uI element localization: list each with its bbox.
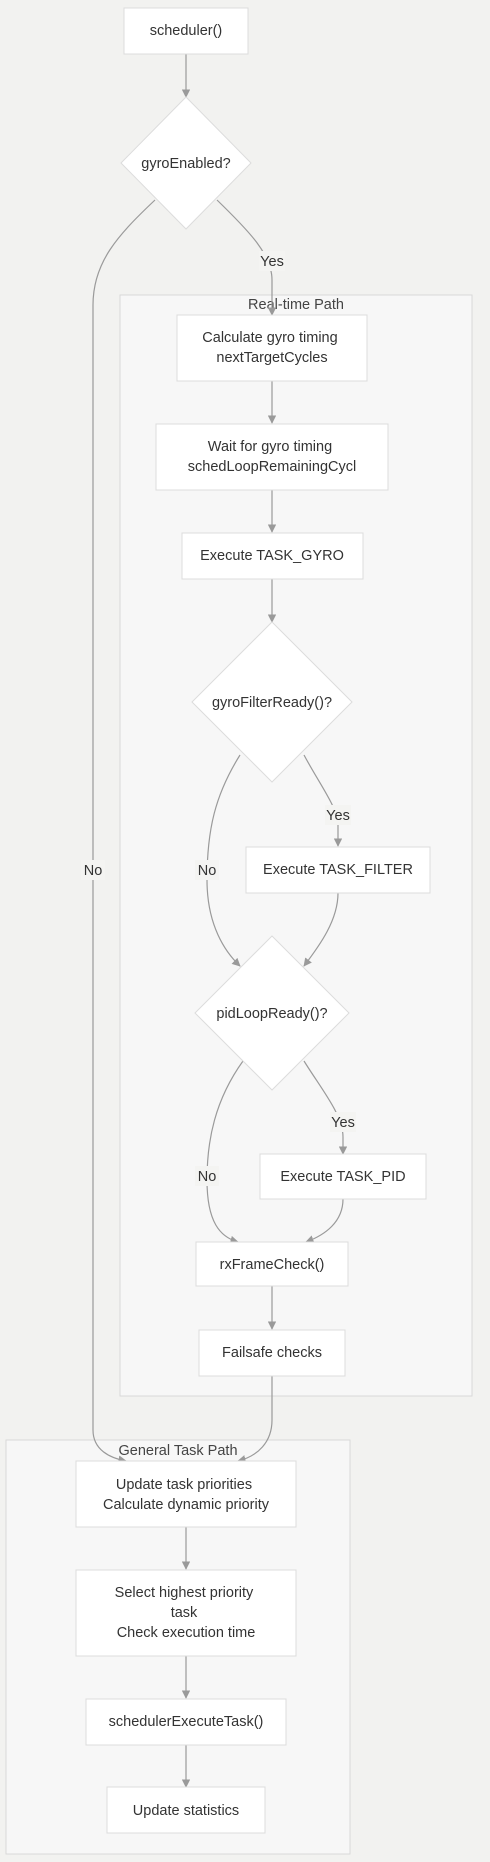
node-failsafe-checks: Failsafe checks xyxy=(198,1329,346,1377)
edge-label-gyro-yes: Yes xyxy=(260,254,284,270)
edge-labels: Yes No Yes No Yes No xyxy=(81,251,356,1186)
node-execute-task-filter: Execute TASK_FILTER xyxy=(245,846,431,894)
edge-filter-to-pidready xyxy=(303,892,339,967)
node-rx-frame-check: rxFrameCheck() xyxy=(195,1241,349,1287)
edge-gyroenabled-no xyxy=(92,199,156,1464)
svg-text:Failsafe checks: Failsafe checks xyxy=(222,1345,322,1361)
svg-text:rxFrameCheck(): rxFrameCheck() xyxy=(220,1257,325,1273)
node-update-statistics: Update statistics xyxy=(106,1786,266,1834)
svg-text:Execute TASK_PID: Execute TASK_PID xyxy=(280,1169,405,1185)
node-execute-task-pid: Execute TASK_PID xyxy=(259,1153,427,1200)
svg-text:gyroEnabled?: gyroEnabled? xyxy=(141,156,231,172)
svg-text:Execute TASK_GYRO: Execute TASK_GYRO xyxy=(200,548,344,564)
node-scheduler: scheduler() xyxy=(123,7,249,55)
svg-text:gyroFilterReady()?: gyroFilterReady()? xyxy=(212,695,332,711)
node-wait-gyro-timing: Wait for gyro timing schedLoopRemainingC… xyxy=(155,423,389,491)
cluster-realtime-title: Real-time Path xyxy=(248,297,344,313)
svg-text:Wait for gyro timing sch: Wait for gyro timing schedLoopRemainingC… xyxy=(188,439,356,475)
edge-label-filter-yes: Yes xyxy=(326,808,350,824)
svg-text:schedulerExecuteTask(): schedulerExecuteTask() xyxy=(109,1714,264,1730)
decision-pid-loop-ready: pidLoopReady()? xyxy=(194,935,350,1091)
node-execute-task-gyro: Execute TASK_GYRO xyxy=(181,532,364,580)
edge-label-filter-no: No xyxy=(198,863,217,879)
decision-gyro-enabled: gyroEnabled? xyxy=(120,96,252,230)
edge-label-pid-yes: Yes xyxy=(331,1115,355,1131)
decision-gyro-filter-ready: gyroFilterReady()? xyxy=(191,621,353,783)
node-select-highest-priority: Select highest priority task Check execu… xyxy=(75,1569,297,1657)
svg-text:pidLoopReady()?: pidLoopReady()? xyxy=(216,1006,327,1022)
node-update-task-priorities: Update task priorities Calculate dynamic… xyxy=(75,1460,297,1528)
svg-text:scheduler(): scheduler() xyxy=(150,23,223,39)
svg-text:Update statistics: Update statistics xyxy=(133,1803,239,1819)
node-scheduler-execute-task: schedulerExecuteTask() xyxy=(85,1698,287,1746)
svg-text:Calculate gyro timing ne: Calculate gyro timing nextTargetCycles xyxy=(202,330,341,366)
edges xyxy=(92,54,348,1788)
svg-text:Update task priorities C: Update task priorities Calculate dynamic… xyxy=(103,1477,270,1513)
edge-pidready-yes xyxy=(303,1060,348,1155)
node-calculate-gyro-timing: Calculate gyro timing nextTargetCycles xyxy=(176,314,368,382)
edge-failsafe-to-update xyxy=(237,1376,273,1464)
edge-label-pid-no: No xyxy=(198,1169,217,1185)
edge-pid-to-rxframe xyxy=(305,1198,344,1244)
cluster-general-title: General Task Path xyxy=(118,1443,237,1459)
svg-text:Select highest priority: Select highest priority task Check execu… xyxy=(115,1585,258,1641)
svg-text:Execute TASK_FILTER: Execute TASK_FILTER xyxy=(263,862,413,878)
edge-label-gyro-no: No xyxy=(84,863,103,879)
edge-gyroenabled-yes xyxy=(216,199,277,316)
